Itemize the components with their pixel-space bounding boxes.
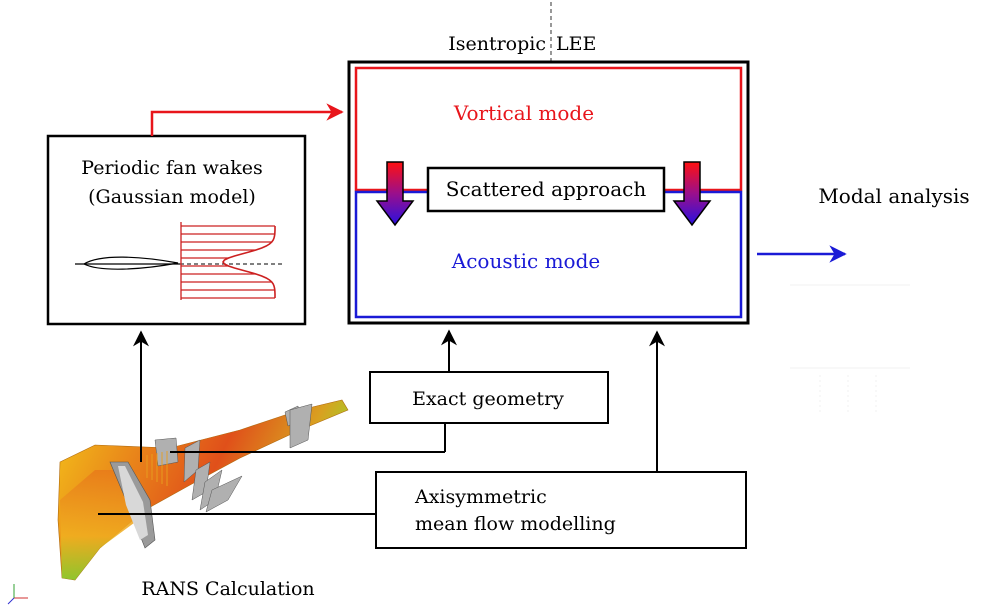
modal-analysis-faint-plot: [790, 284, 910, 412]
exact-geometry-label: Exact geometry: [412, 388, 564, 410]
acoustic-mode-label: Acoustic mode: [451, 249, 600, 273]
vortical-mode-label: Vortical mode: [453, 101, 594, 125]
exact-geometry-box: [369, 371, 609, 424]
down-arrow-left-icon: [375, 161, 415, 227]
fan-wakes-title: Periodic fan wakes: [81, 157, 262, 179]
fan-wakes-subtitle: (Gaussian model): [88, 186, 256, 208]
rans-fan-stage-render: [57, 399, 349, 581]
mean-flow-line2: mean flow modelling: [415, 513, 616, 535]
airfoil-wake-sketch-icon: [75, 222, 285, 300]
mean-flow-box: [375, 471, 747, 549]
scattered-approach-box: [426, 166, 666, 213]
down-arrow-right-icon: [672, 161, 712, 227]
axis-triad-icon: [7, 584, 28, 605]
fan-wakes-box: [46, 134, 307, 326]
scattered-approach-label: Scattered approach: [446, 177, 647, 201]
wakes-to-lee-arrow: [150, 103, 344, 136]
mean-flow-line1: Axisymmetric: [414, 486, 547, 508]
modal-analysis-label: Modal analysis: [818, 184, 969, 208]
lee-outer-frame: [347, 60, 750, 325]
rans-calculation-label: RANS Calculation: [141, 578, 314, 600]
isentropic-label: Isentropic: [448, 33, 546, 55]
lee-label: LEE: [556, 33, 596, 55]
